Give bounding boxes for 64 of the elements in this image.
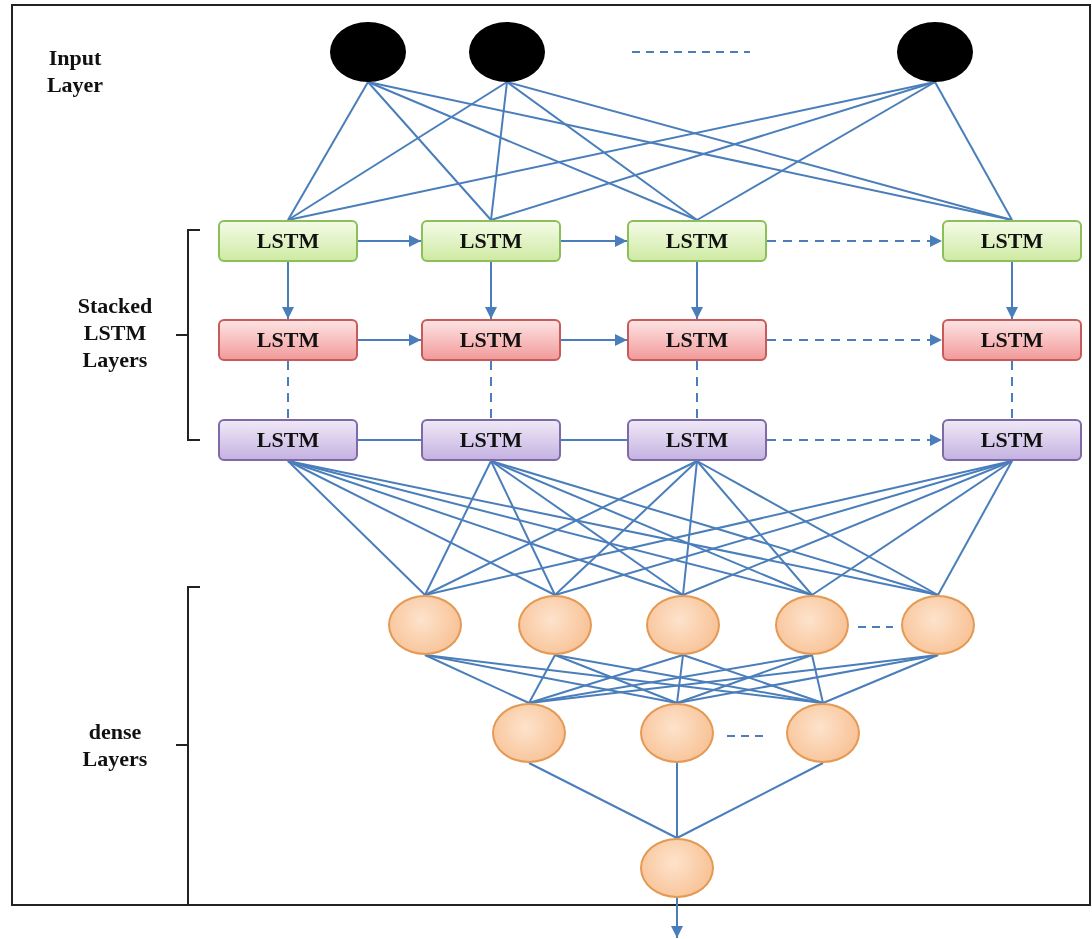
lstm-cell: LSTM [627, 419, 767, 461]
lstm-cell: LSTM [218, 419, 358, 461]
connection-line [676, 654, 684, 704]
connection-line [934, 81, 1013, 221]
lstm-cell: LSTM [218, 319, 358, 361]
lstm-cell: LSTM [218, 220, 358, 262]
connection-line [682, 460, 698, 596]
arrow [691, 261, 703, 320]
connection-line [287, 81, 508, 221]
connection-line [811, 460, 1013, 596]
connection-line [696, 460, 939, 596]
connection-line [287, 81, 369, 221]
arrow [560, 235, 628, 247]
dashed-line [696, 360, 698, 420]
lstm-cell: LSTM [627, 319, 767, 361]
lstm-cell: LSTM [942, 220, 1082, 262]
connection-line [367, 81, 492, 221]
connection-line [676, 762, 824, 839]
connection-line [554, 460, 698, 596]
arrow [282, 261, 294, 320]
connection-line [424, 654, 530, 704]
connection-line [696, 460, 813, 596]
connection-line [424, 460, 492, 596]
connection-line [676, 762, 678, 839]
lstm-cell: LSTM [627, 220, 767, 262]
connection-line [560, 439, 628, 441]
lstm-cell: LSTM [421, 319, 561, 361]
dashed-arrow [766, 334, 943, 346]
layer-label: Stacked LSTM Layers [76, 292, 154, 373]
connection-line [696, 81, 936, 221]
connection-line [357, 439, 422, 441]
connection-line [490, 460, 556, 596]
connection-line [490, 460, 684, 596]
dashed-line [490, 360, 492, 420]
connection-line [822, 654, 939, 704]
lstm-cell: LSTM [421, 220, 561, 262]
layer-label: dense Layers [81, 718, 149, 772]
arrow [1006, 261, 1018, 320]
dashed-arrow [766, 434, 943, 446]
connection-line [287, 460, 426, 596]
dashed-line [1011, 360, 1013, 420]
lstm-cell: LSTM [942, 319, 1082, 361]
layer-label: Input Layer [45, 44, 105, 98]
connection-line [506, 81, 1013, 221]
arrow [357, 334, 422, 346]
dashed-arrow [766, 235, 943, 247]
connection-line [287, 460, 684, 596]
connection-line [490, 81, 508, 221]
lstm-cell: LSTM [421, 419, 561, 461]
connection-line [528, 654, 556, 704]
lstm-cell: LSTM [942, 419, 1082, 461]
arrow [671, 897, 683, 939]
connection-line [367, 81, 698, 221]
dashed-line [287, 360, 289, 420]
connection-line [811, 654, 824, 704]
arrow [357, 235, 422, 247]
arrow [560, 334, 628, 346]
connection-line [506, 81, 698, 221]
connection-line [554, 654, 678, 704]
arrow [485, 261, 497, 320]
connection-line [937, 460, 1013, 596]
connection-line [528, 654, 684, 704]
connection-line [424, 460, 698, 596]
connection-line [528, 762, 678, 839]
